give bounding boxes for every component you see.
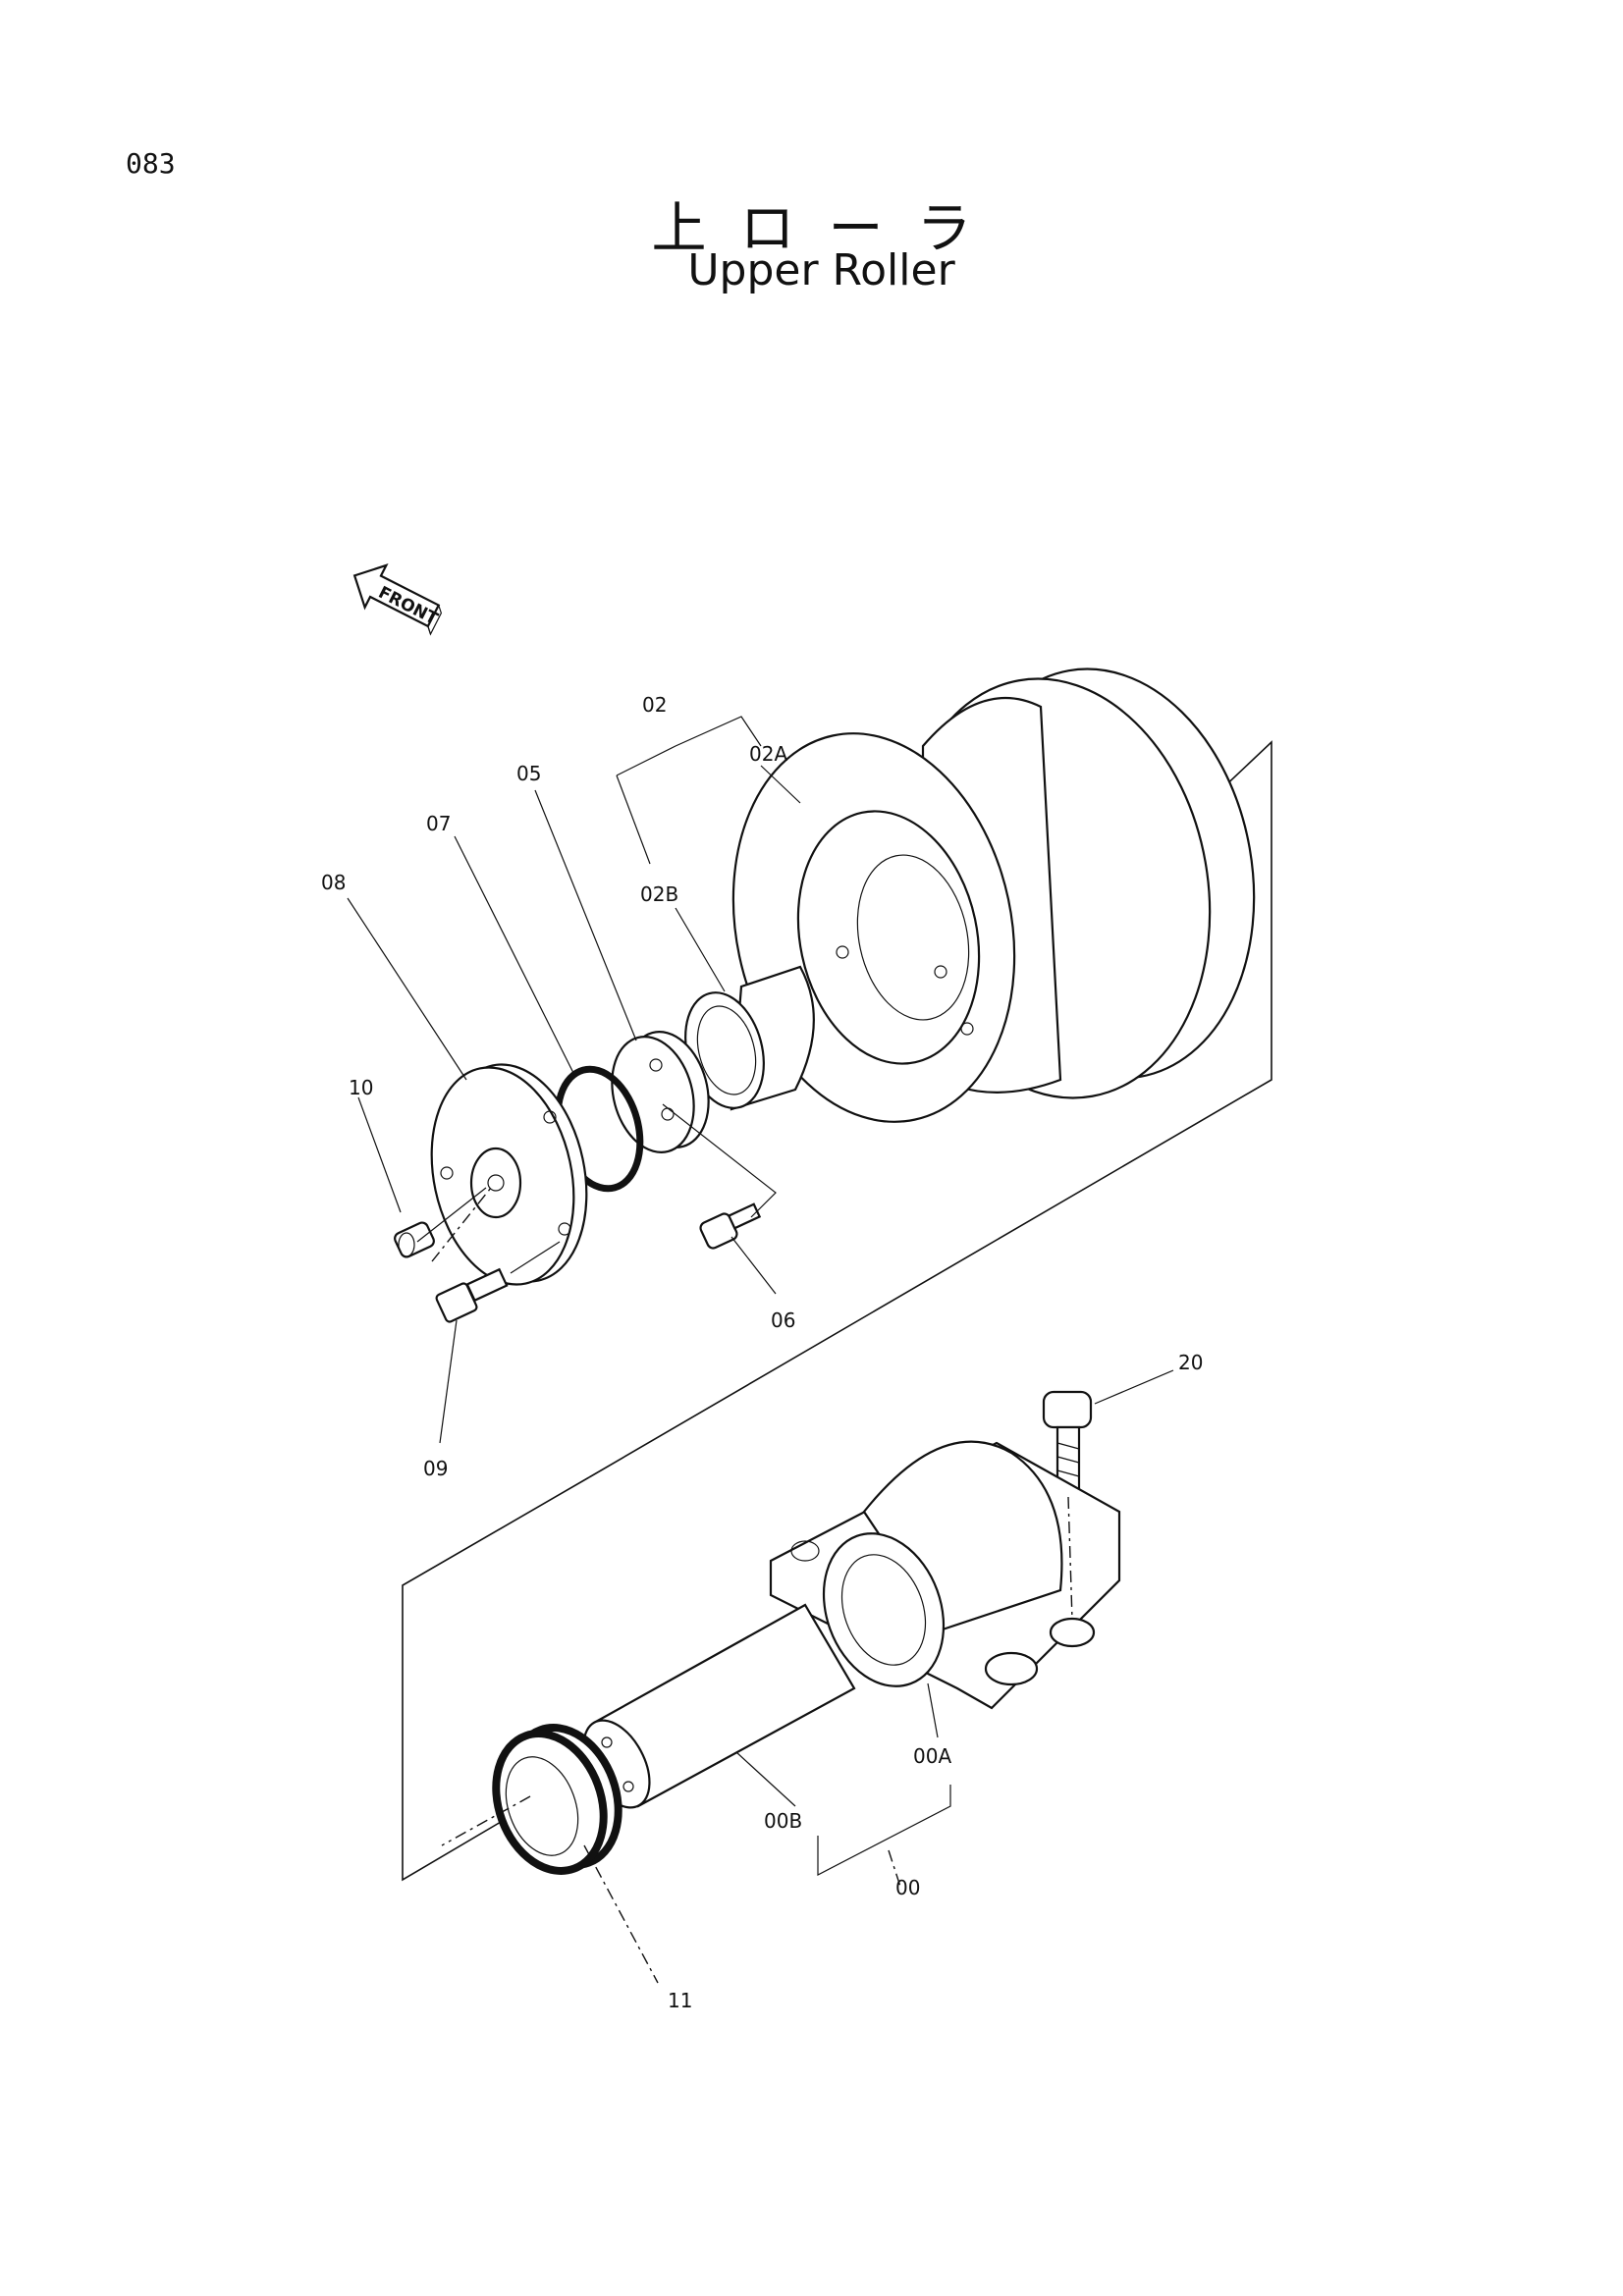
callout-10: 10 — [349, 1076, 373, 1099]
callout-08: 08 — [321, 871, 346, 894]
page-number: 083 — [126, 147, 176, 180]
callout-00: 00 — [895, 1876, 920, 1899]
callout-02B: 02B — [640, 882, 678, 906]
front-arrow-icon: FRONT — [352, 563, 443, 636]
callout-11: 11 — [668, 1989, 692, 2012]
roller-body-part — [731, 667, 1256, 1123]
callout-09: 09 — [423, 1457, 448, 1480]
title-english: Upper Roller — [687, 245, 955, 295]
callout-02: 02 — [642, 693, 667, 717]
callout-00B: 00B — [764, 1809, 802, 1833]
callout-20: 20 — [1178, 1351, 1203, 1374]
callout-07: 07 — [426, 812, 451, 835]
leader-lines — [347, 716, 1174, 1984]
hex-plug-part — [699, 1202, 762, 1250]
bracket-part — [769, 1440, 1121, 1710]
callout-00A: 00A — [913, 1744, 951, 1768]
callout-06: 06 — [771, 1308, 795, 1332]
bolt-part — [435, 1267, 509, 1323]
assembly-frame-upper — [588, 740, 1272, 1478]
seal-part — [492, 1724, 622, 1875]
callout-05: 05 — [516, 762, 541, 785]
title-japanese: 上ローラ — [651, 197, 1005, 261]
mounting-bolt-part — [1042, 1390, 1093, 1498]
plug-part — [394, 1221, 435, 1258]
callout-02A: 02A — [749, 742, 787, 766]
cover-part — [430, 1063, 588, 1286]
thrust-plate-part — [611, 1031, 710, 1153]
